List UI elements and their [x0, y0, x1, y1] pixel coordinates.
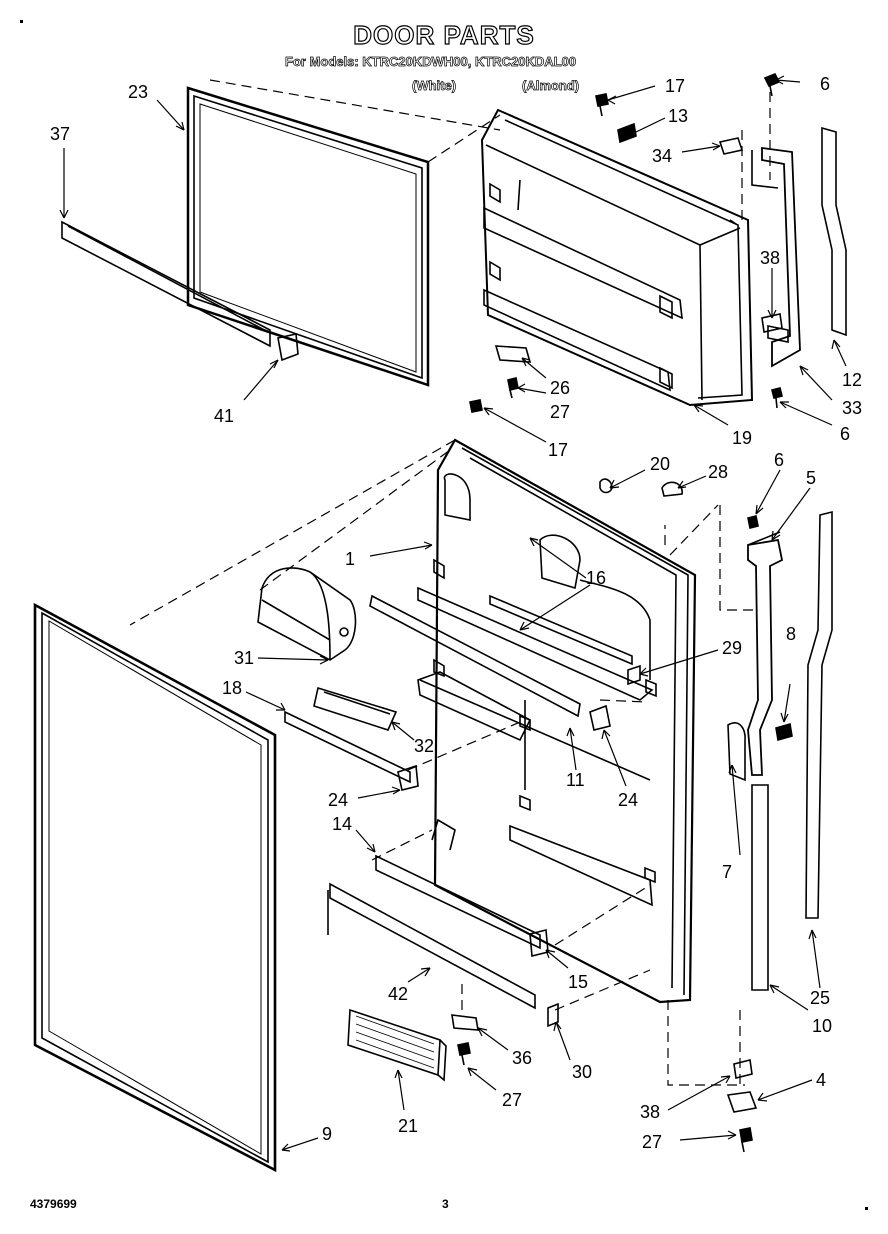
callout-28: 28 [708, 462, 728, 482]
callout-29: 29 [722, 638, 742, 658]
label-20 [599, 478, 613, 494]
callout-32: 32 [414, 736, 434, 756]
callout-6-top: 6 [820, 74, 830, 94]
leader-lines [59, 75, 847, 1152]
fresh-food-door-liner [417, 438, 697, 1004]
fresh-food-door-gasket [33, 602, 277, 1173]
clip-29 [627, 664, 641, 686]
egg-tray-rim [323, 691, 391, 715]
callout-16: 16 [586, 568, 606, 588]
callout-numbers: 23 37 41 17 13 34 6 38 12 33 6 19 26 27 … [50, 74, 862, 1152]
egg-tray [313, 686, 398, 731]
callout-1: 1 [345, 549, 355, 569]
callout-6-lower: 6 [774, 450, 784, 470]
label-13 [617, 122, 637, 144]
screw-8 [775, 722, 793, 742]
assembly-lines-lower [129, 439, 755, 1086]
rail-clip-24-left [397, 764, 419, 791]
callout-25: 25 [810, 988, 830, 1008]
shelf-rail-42 [329, 882, 536, 1010]
assembly-lines-upper [209, 79, 771, 225]
callout-15: 15 [568, 972, 588, 992]
callout-12: 12 [842, 370, 862, 390]
callout-19: 19 [732, 428, 752, 448]
callout-5: 5 [806, 468, 816, 488]
callout-34: 34 [652, 146, 672, 166]
variant-almond: (Almond) [522, 78, 580, 94]
shelf-rail-11 [369, 594, 581, 718]
callout-27-upper: 27 [550, 402, 570, 422]
callout-27-lower: 27 [642, 1132, 662, 1152]
document-number: 4379699 [30, 1197, 77, 1211]
callout-4: 4 [816, 1070, 826, 1090]
callout-14: 14 [332, 814, 352, 834]
model-numbers: For Models: KTRC20KDWH00, KTRC20KDAL00 [285, 54, 577, 70]
screws-upper [469, 72, 783, 413]
callout-37: 37 [50, 124, 70, 144]
callout-38-lower: 38 [640, 1102, 660, 1122]
callout-9: 9 [322, 1124, 332, 1144]
callout-17-lower: 17 [548, 440, 568, 460]
plug-28 [661, 481, 683, 497]
kick-plate [347, 1008, 447, 1082]
hinge-bushing-26 [494, 345, 532, 363]
page-title: DOOR PARTS [353, 19, 535, 50]
shelf-rail-14 [375, 854, 541, 950]
lower-hinge-4 [726, 1091, 758, 1113]
screw-27-lower [739, 1127, 753, 1143]
corner-mark [865, 1207, 868, 1210]
hinge-cover-7 [727, 722, 746, 782]
hinge-bushing-36 [451, 1014, 479, 1031]
freezer-door-gasket [186, 86, 430, 387]
shim-38-lower [733, 1059, 753, 1079]
callout-24-right: 24 [618, 790, 638, 810]
upper-handle-channel [821, 126, 847, 337]
callout-13: 13 [668, 106, 688, 126]
callout-33: 33 [842, 398, 862, 418]
callout-20: 20 [650, 454, 670, 474]
variant-white: (White) [412, 78, 457, 94]
lower-channel-10 [751, 784, 769, 991]
callout-17-upper: 17 [665, 76, 685, 96]
callout-38-upper: 38 [760, 248, 780, 268]
dairy-door [257, 567, 357, 661]
callout-7: 7 [722, 862, 732, 882]
callout-30: 30 [572, 1062, 592, 1082]
shim-34 [718, 137, 744, 155]
callout-18: 18 [222, 678, 242, 698]
shelf-rail-18 [284, 710, 411, 784]
callout-23: 23 [128, 82, 148, 102]
rail-clip-24-right [589, 704, 611, 731]
screw-27-mid [457, 1042, 471, 1056]
freezer-door-trim [61, 220, 299, 362]
callout-41: 41 [214, 406, 234, 426]
corner-mark [20, 20, 23, 23]
freezer-door-liner [480, 108, 754, 407]
lower-trim-25 [805, 510, 833, 919]
callout-27-mid: 27 [502, 1090, 522, 1110]
callout-31: 31 [234, 648, 254, 668]
callout-11: 11 [566, 770, 585, 790]
callout-10: 10 [812, 1016, 832, 1036]
shelf-rail-16 [489, 594, 633, 666]
callout-24-left: 24 [328, 790, 348, 810]
screw-6-lower [747, 515, 759, 529]
callout-26: 26 [550, 378, 570, 398]
callout-21: 21 [398, 1116, 418, 1136]
clip-30 [547, 1002, 559, 1028]
callout-8: 8 [786, 624, 796, 644]
callout-6-mid: 6 [840, 424, 850, 444]
callout-42: 42 [388, 984, 408, 1004]
page-number: 3 [442, 1197, 449, 1211]
center-hinge [747, 531, 784, 776]
callout-36: 36 [512, 1048, 532, 1068]
